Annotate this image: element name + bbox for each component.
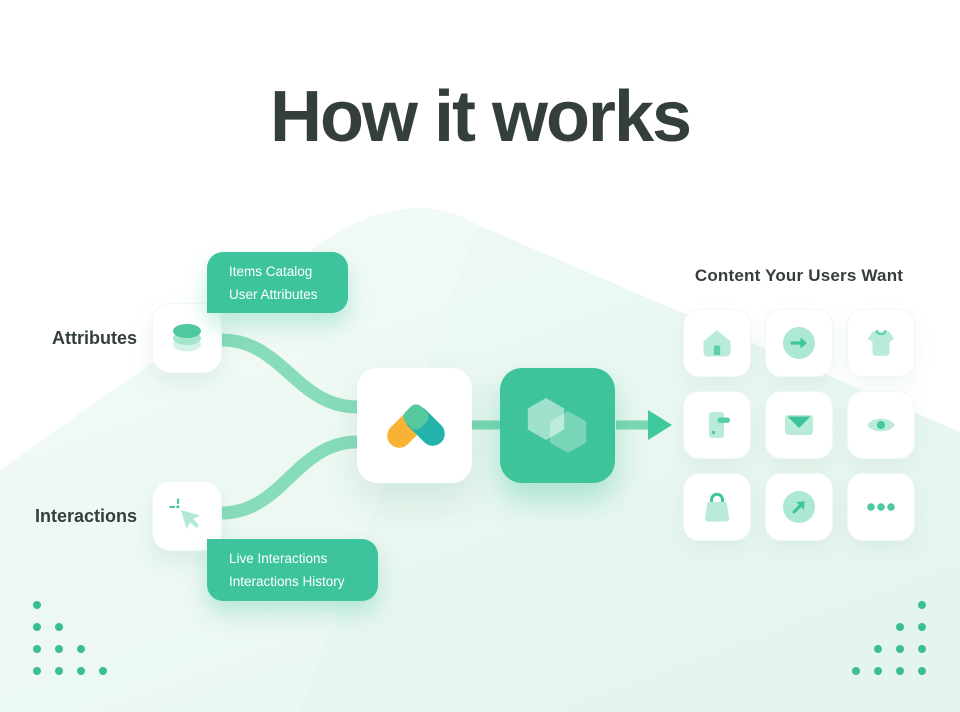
- arrow-up-right-circle-icon: [783, 491, 815, 523]
- attributes-card: [152, 303, 222, 373]
- dot: [33, 601, 41, 609]
- dot: [55, 623, 63, 631]
- dot: [896, 667, 904, 675]
- dot: [33, 667, 41, 675]
- dot: [33, 623, 41, 631]
- output-card-shopping: [683, 473, 751, 541]
- arrow-head-icon: [648, 410, 672, 440]
- output-heading: Content Your Users Want: [694, 266, 904, 285]
- cursor-click-icon: [169, 498, 200, 529]
- interactions-tag: Live Interactions Interactions History: [207, 539, 378, 601]
- output-card-view: [847, 391, 915, 459]
- dot: [874, 667, 882, 675]
- tag-line: Live Interactions: [229, 551, 328, 566]
- email-icon: [785, 415, 813, 435]
- output-card-clickthrough: [765, 473, 833, 541]
- dot: [99, 667, 107, 675]
- output-card-more: [847, 473, 915, 541]
- t-shirt-icon: [868, 330, 894, 356]
- attributes-tag: Items Catalog User Attributes: [207, 252, 348, 313]
- output-card-email: [765, 391, 833, 459]
- tag-line: Items Catalog: [229, 264, 313, 279]
- hexagons-icon: [527, 398, 587, 453]
- database-icon: [173, 324, 201, 352]
- dot: [33, 645, 41, 653]
- dot: [896, 645, 904, 653]
- dot: [918, 623, 926, 631]
- dot: [852, 667, 860, 675]
- dot: [918, 667, 926, 675]
- dots-pattern-bottom-right: [826, 594, 926, 682]
- arrow-right-circle-icon: [783, 327, 815, 359]
- attributes-label: Attributes: [52, 328, 137, 348]
- eye-icon: [867, 418, 895, 432]
- shopping-bag-icon: [704, 492, 730, 522]
- dot: [77, 645, 85, 653]
- interactions-label: Interactions: [34, 506, 137, 526]
- logo-capsules-icon: [386, 403, 445, 448]
- output-card-forward: [765, 309, 833, 377]
- output-card-door: [683, 391, 751, 459]
- output-card-tshirt: [847, 309, 915, 377]
- home-icon: [703, 330, 731, 357]
- dot: [896, 623, 904, 631]
- dot: [55, 645, 63, 653]
- door-icon: [709, 412, 730, 438]
- tag-line: User Attributes: [229, 287, 318, 302]
- page-title: How it works: [269, 77, 692, 157]
- processor-card: [500, 368, 615, 483]
- dot: [918, 645, 926, 653]
- dot: [55, 667, 63, 675]
- ellipsis-icon: [867, 503, 895, 511]
- dots-pattern-bottom-left: [33, 594, 107, 682]
- wire-attributes: [221, 333, 358, 414]
- engine-logo-card: [357, 368, 472, 483]
- wire-interactions: [221, 435, 358, 520]
- dot: [874, 645, 882, 653]
- dot: [77, 667, 85, 675]
- output-card-home: [683, 309, 751, 377]
- dot: [918, 601, 926, 609]
- tag-line: Interactions History: [229, 574, 345, 589]
